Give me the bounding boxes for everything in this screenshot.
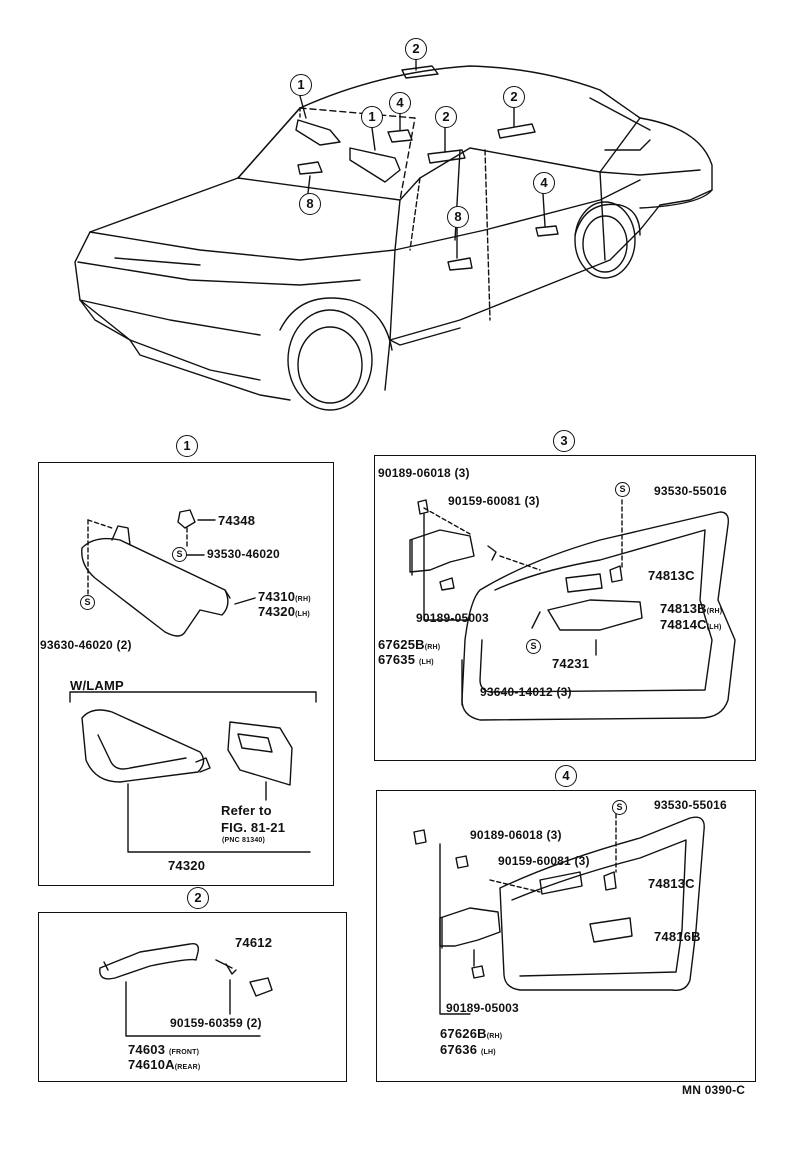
part-90189-06018: 90189-06018 (3) — [378, 466, 470, 480]
callout-8a: 8 — [299, 193, 321, 215]
refer-to-pnc: (PNC 81340) — [222, 837, 266, 844]
part-67625b: 67625B(RH) — [378, 637, 441, 652]
part-93530-55016-b: 93530-55016 — [654, 798, 727, 812]
part-74348: 74348 — [218, 513, 256, 528]
wlamp-title: W/LAMP — [70, 678, 124, 693]
section-4-number: 4 — [555, 765, 577, 787]
s-marker-1a: S — [172, 547, 187, 562]
callout-8b: 8 — [447, 206, 469, 228]
part-74813c-b: 74813C — [648, 876, 695, 891]
part-74320-lh: 74320(LH) — [258, 604, 310, 619]
refer-to-line1: Refer to — [221, 803, 272, 818]
s-marker-1b: S — [80, 595, 95, 610]
part-90159-60359: 90159-60359 (2) — [170, 1016, 262, 1030]
section-4-panel — [376, 790, 756, 1082]
callout-1a: 1 — [290, 74, 312, 96]
figure-code: MN 0390-C — [682, 1083, 746, 1097]
front-door-trim-art — [409, 499, 736, 721]
part-67626b: 67626B(RH) — [440, 1026, 503, 1041]
callout-4a: 4 — [389, 92, 411, 114]
part-74816b: 74816B — [654, 929, 701, 944]
part-67636: 67636 (LH) — [440, 1042, 496, 1057]
section-2-number: 2 — [187, 887, 209, 909]
part-93630-46020: 93630-46020 (2) — [40, 638, 132, 652]
callout-2b: 2 — [435, 106, 457, 128]
car-illustration — [74, 59, 713, 411]
section-1-panel — [38, 462, 334, 886]
part-74813c: 74813C — [648, 568, 695, 583]
sun-visor-art — [69, 509, 317, 853]
part-90189-06018-b: 90189-06018 (3) — [470, 828, 562, 842]
s-marker-4a: S — [612, 800, 627, 815]
assist-grip-art — [99, 942, 273, 1037]
part-93530-46020: 93530-46020 — [207, 547, 280, 561]
part-93530-55016: 93530-55016 — [654, 484, 727, 498]
section-3-panel — [374, 455, 756, 761]
part-74814c: 74814C(LH) — [660, 617, 722, 632]
callout-1b: 1 — [361, 106, 383, 128]
part-67635: 67635 (LH) — [378, 652, 434, 667]
part-74231: 74231 — [552, 656, 590, 671]
part-74610a: 74610A(REAR) — [128, 1057, 201, 1072]
part-74813b: 74813B(RH) — [660, 601, 723, 616]
callout-2a: 2 — [405, 38, 427, 60]
callout-4b: 4 — [533, 172, 555, 194]
part-90189-05003-b: 90189-05003 — [446, 1001, 519, 1015]
part-93640-14012: 93640-14012 (3) — [480, 685, 572, 699]
s-marker-3b: S — [526, 639, 541, 654]
part-90189-05003: 90189-05003 — [416, 611, 489, 625]
part-74612: 74612 — [235, 935, 273, 950]
part-90159-60081-b: 90159-60081 (3) — [498, 854, 590, 868]
refer-to-line2: FIG. 81-21 — [221, 820, 286, 835]
part-74603: 74603 (FRONT) — [128, 1042, 200, 1057]
callout-2c: 2 — [503, 86, 525, 108]
rear-door-trim-art — [413, 813, 705, 1015]
section-1-number: 1 — [176, 435, 198, 457]
part-74310: 74310(RH) — [258, 589, 311, 604]
s-marker-3a: S — [615, 482, 630, 497]
section-3-number: 3 — [553, 430, 575, 452]
part-74320-wlamp: 74320 — [168, 858, 206, 873]
part-90159-60081: 90159-60081 (3) — [448, 494, 540, 508]
section-2-panel — [38, 912, 347, 1082]
